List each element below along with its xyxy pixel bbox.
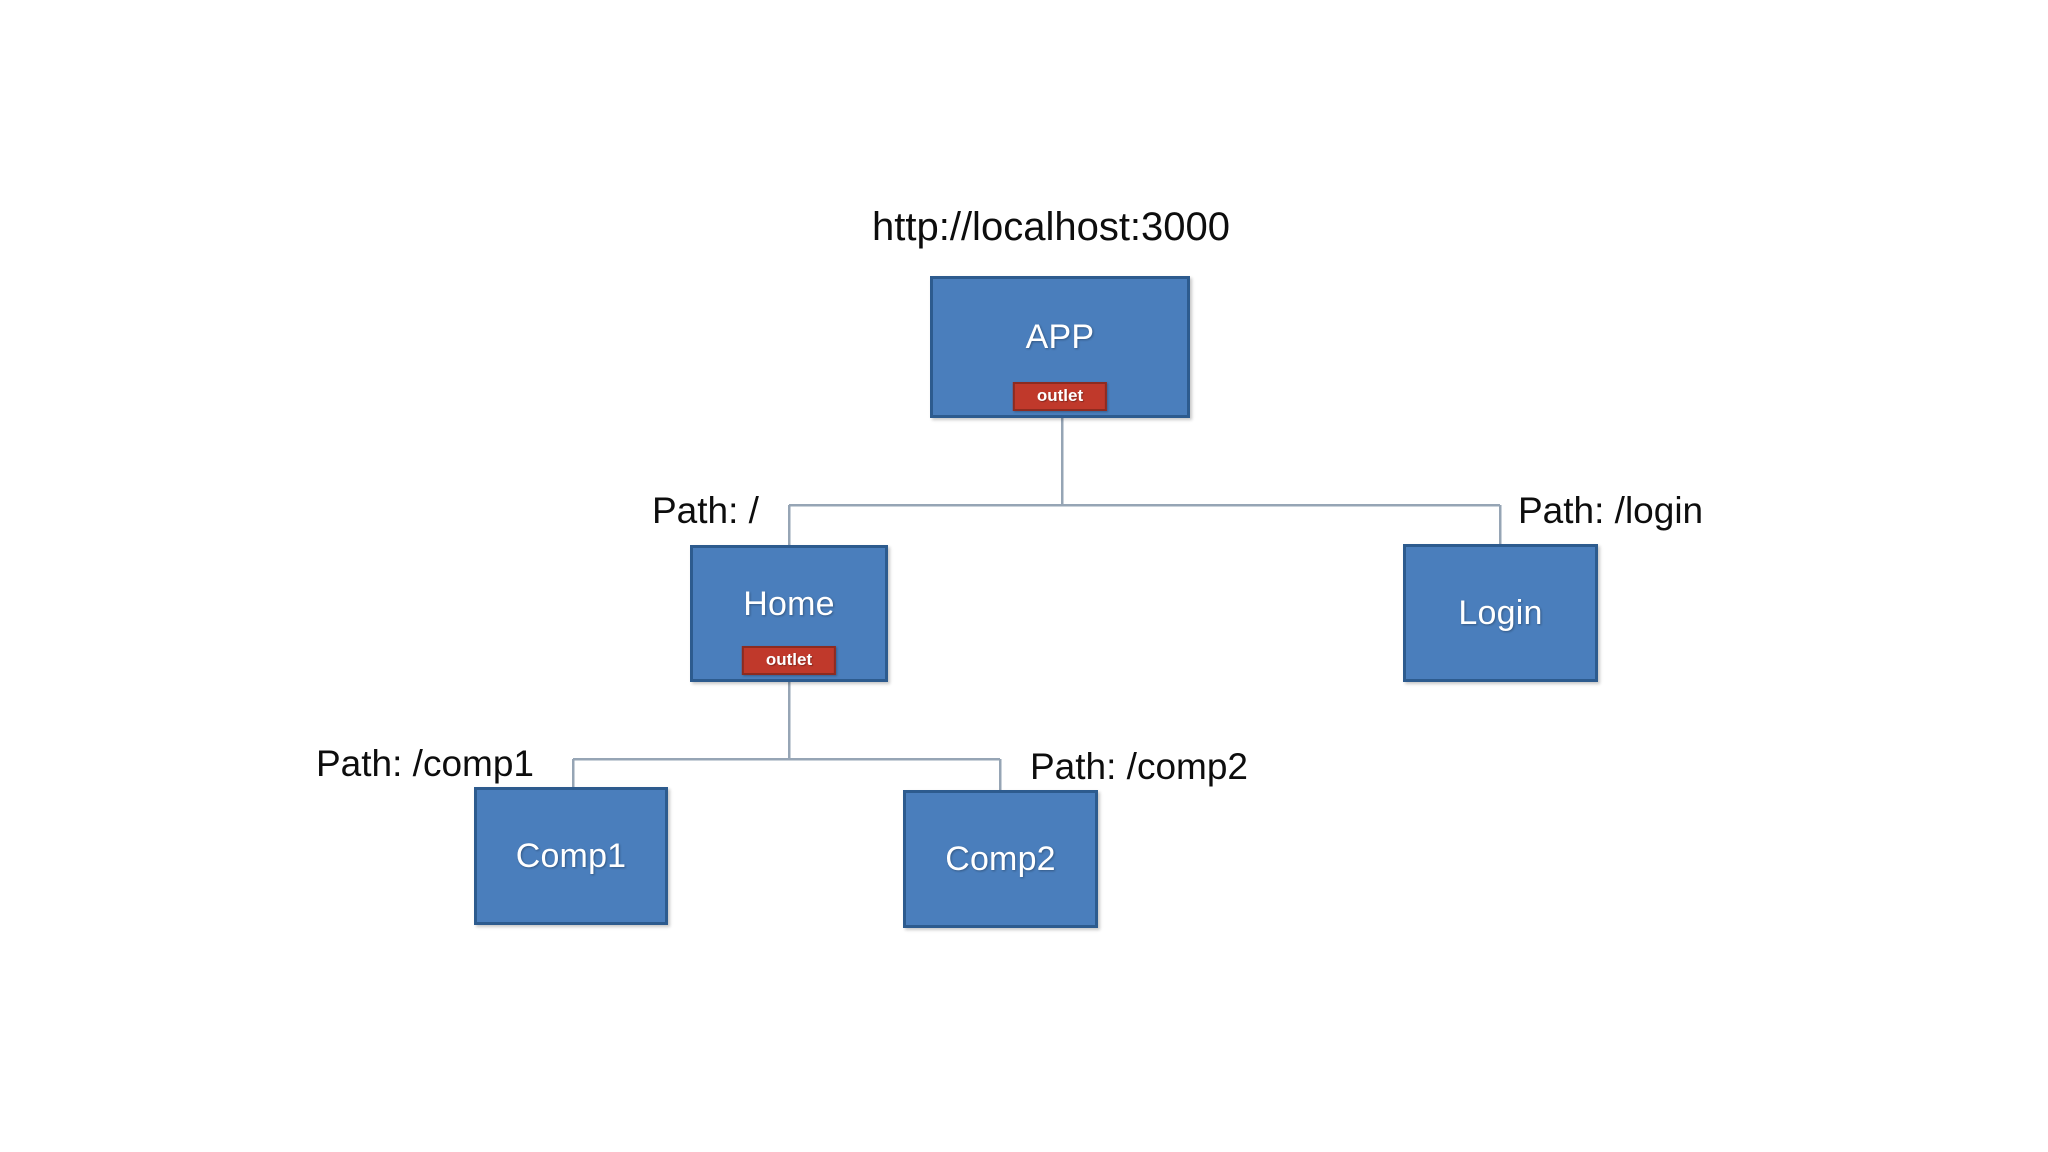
edge-label-path-comp1: Path: /comp1 [316,743,535,784]
node-home[interactable]: Home outlet [690,545,888,682]
edge-label-path-root: Path: / [652,490,759,531]
node-comp1[interactable]: Comp1 [474,787,668,925]
node-home-label: Home [743,584,835,623]
node-comp2-label: Comp2 [945,840,1056,878]
node-login[interactable]: Login [1403,544,1598,682]
edge-label-path-login: Path: /login [1518,490,1704,531]
edge-label-path-comp2: Path: /comp2 [1030,746,1249,787]
node-login-label: Login [1458,594,1543,632]
node-comp2[interactable]: Comp2 [903,790,1098,928]
node-app-label: APP [1025,318,1095,356]
outlet-badge-home: outlet [741,646,837,675]
node-app[interactable]: APP outlet [930,276,1190,418]
outlet-badge-app: outlet [1012,382,1108,411]
node-comp1-label: Comp1 [515,837,627,875]
page-title: http://localhost:3000 [872,205,1231,249]
